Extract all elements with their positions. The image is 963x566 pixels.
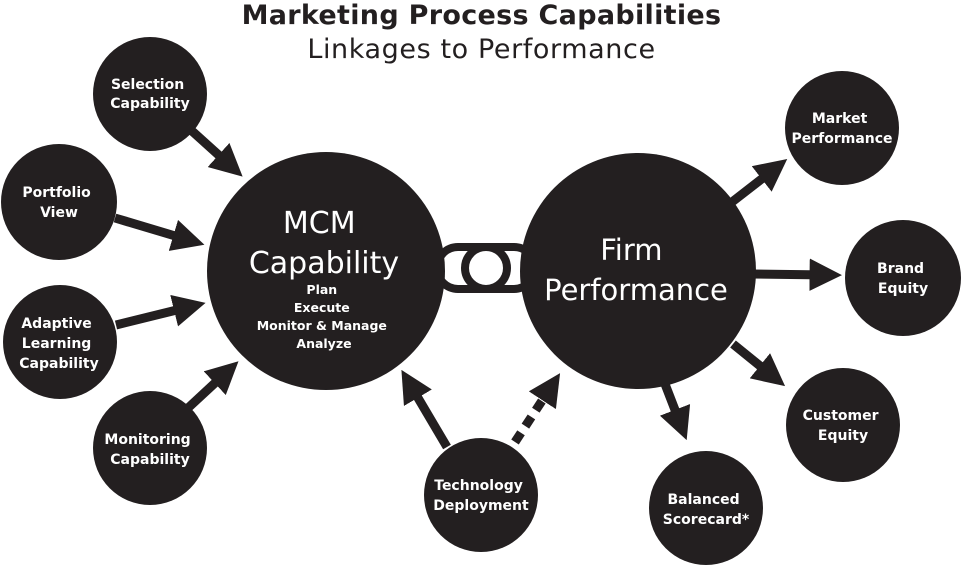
arrow-firm-to-balanced [659,382,691,441]
page-subtitle: Linkages to Performance [307,34,656,65]
label-brand-equity: Brand Equity [877,261,929,297]
node-market-performance [785,71,899,185]
arrow-firm-to-brand [751,258,842,291]
arrow-monitoring-to-mcm [184,361,239,412]
arrow-portfolio-to-mcm [113,213,205,251]
label-market-performance: Market Performance [791,111,892,147]
label-technology-deployment: Technology Deployment [433,478,529,514]
arrow-adaptive-to-mcm [114,294,206,330]
node-mcm-capability [207,152,445,390]
arrows [113,127,842,450]
arrow-technology-to-firm [511,373,561,445]
mcm-title: MCM Capability [249,206,399,281]
arrow-selection-to-mcm [188,127,243,177]
node-portfolio-view [1,144,117,260]
arrow-technology-to-mcm [401,369,451,450]
label-adaptive-learning-capability: Adaptive Learning Capability [19,316,98,372]
node-technology-deployment [424,438,538,552]
node-customer-equity [786,368,900,482]
firm-title: Firm Performance [544,233,728,307]
node-adaptive-learning-capability [3,285,117,399]
label-monitoring-capability: Monitoring Capability [104,432,195,468]
arrow-firm-to-market [729,159,788,206]
label-customer-equity: Customer Equity [803,408,884,444]
node-balanced-scorecard [649,451,763,565]
node-firm-performance [520,153,756,389]
node-monitoring-capability [93,391,207,505]
label-portfolio-view: Portfolio View [22,185,95,221]
label-balanced-scorecard: Balanced Scorecard* [663,492,750,528]
node-brand-equity [845,220,961,336]
arrow-firm-to-customer [730,340,786,387]
page-title: Marketing Process Capabilities [241,0,722,31]
mcm-items: Plan Execute Monitor & Manage Analyze [257,282,392,351]
label-selection-capability: Selection Capability [110,77,189,112]
node-selection-capability [93,37,207,151]
